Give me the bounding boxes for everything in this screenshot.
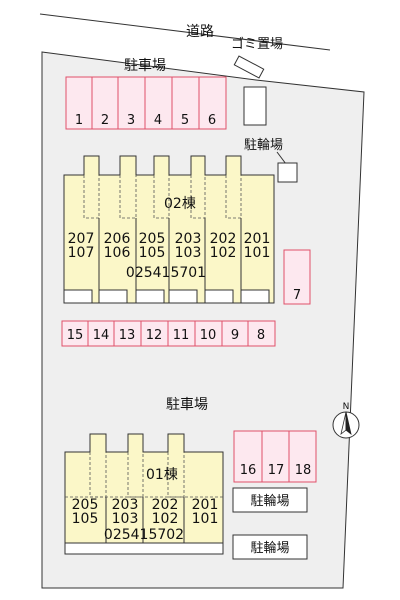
parking-space-18 [288,430,317,483]
unit-01-4-lower: 101 [192,511,219,527]
garbage-area-box [233,55,265,79]
unit-02-2-upper: 206 [104,231,131,247]
bike-parking-bottom-2-label: 駐輪場 [250,540,289,556]
parking-space-8 [247,320,276,347]
parking-space-1-label: 1 [75,113,83,128]
parking-space-4 [144,76,173,130]
bike-parking-bottom-2-box [232,534,308,560]
parking-space-7-label: 7 [293,288,301,303]
unit-02-5-upper: 202 [210,231,237,247]
unit-02-6-upper: 201 [244,231,271,247]
road-edge-line [39,13,331,51]
unit-01-4-upper: 201 [192,497,219,513]
unit-01-1-upper: 205 [72,497,99,513]
unit-02-4-upper: 203 [175,231,202,247]
parking-space-3-label: 3 [127,113,135,128]
parking-space-2-label: 2 [101,113,109,128]
unit-02-6-lower: 101 [244,245,271,261]
bike-parking-top-small-box [277,162,298,183]
unit-02-4-lower: 103 [175,245,202,261]
parking-space-8-label: 8 [257,328,265,343]
unit-02-3-lower: 105 [139,245,166,261]
parking-space-9-label: 9 [231,328,239,343]
bike-parking-top-leader [276,151,287,165]
building-02: 02棟 207 107 206 106 205 105 203 103 202 … [63,155,275,304]
unit-01-3-upper: 202 [152,497,179,513]
parking-space-16 [233,430,263,483]
parking-space-6-label: 6 [208,113,216,128]
parking-space-11-label: 11 [173,328,190,343]
unit-01-2-upper: 203 [112,497,139,513]
unit-01-3-lower: 102 [152,511,179,527]
parking-space-5 [171,76,200,130]
building-01-name: 01棟 [146,467,178,483]
parking-space-15 [61,320,89,347]
parking-space-14 [87,320,115,347]
parking-middle-row: 15 14 13 12 11 10 9 8 [61,320,276,347]
building-01-code: 025415702 [104,527,184,543]
building-02-code: 025415701 [126,265,206,281]
parking-space-4-label: 4 [154,113,162,128]
bike-parking-bottom-1-box [232,487,308,513]
bike-parking-top-label: 駐輪場 [244,137,283,153]
parking-space-17-label: 17 [268,463,285,478]
bike-parking-top-box [243,86,267,126]
bike-parking-bottom-1-label: 駐輪場 [250,493,289,509]
parking-space-6 [198,76,227,130]
unit-02-1-upper: 207 [68,231,95,247]
parking-space-7 [283,249,311,305]
parking-top-row: 1 2 3 4 5 6 [65,76,227,130]
unit-02-5-lower: 102 [210,245,237,261]
garbage-area-label: ゴミ置場 [231,36,283,52]
parking-space-10-label: 10 [200,328,217,343]
parking-bottom-row: 16 17 18 [233,430,317,483]
road-label: 道路 [186,24,214,40]
north-arrow-label: N [343,402,350,412]
parking-middle-label: 駐車場 [166,396,208,413]
parking-space-16-label: 16 [240,463,257,478]
unit-01-1-lower: 105 [72,511,99,527]
parking-space-18-label: 18 [295,463,312,478]
building-02-name: 02棟 [164,196,196,212]
building-01: 01棟 205 105 203 103 202 102 201 101 0254… [64,433,224,555]
unit-02-2-lower: 106 [104,245,131,261]
parking-top-label: 駐車場 [124,57,166,74]
unit-02-1-lower: 107 [68,245,95,261]
north-arrow-icon [332,411,360,439]
unit-01-2-lower: 103 [112,511,139,527]
parking-space-17 [261,430,290,483]
parking-space-13-label: 13 [119,328,136,343]
parking-space-2 [91,76,119,130]
parking-space-12-label: 12 [146,328,163,343]
parking-space-3 [117,76,146,130]
parking-space-5-label: 5 [181,113,189,128]
parking-space-14-label: 14 [93,328,110,343]
parking-space-9 [221,320,249,347]
unit-02-3-upper: 205 [139,231,166,247]
parking-space-15-label: 15 [67,328,84,343]
